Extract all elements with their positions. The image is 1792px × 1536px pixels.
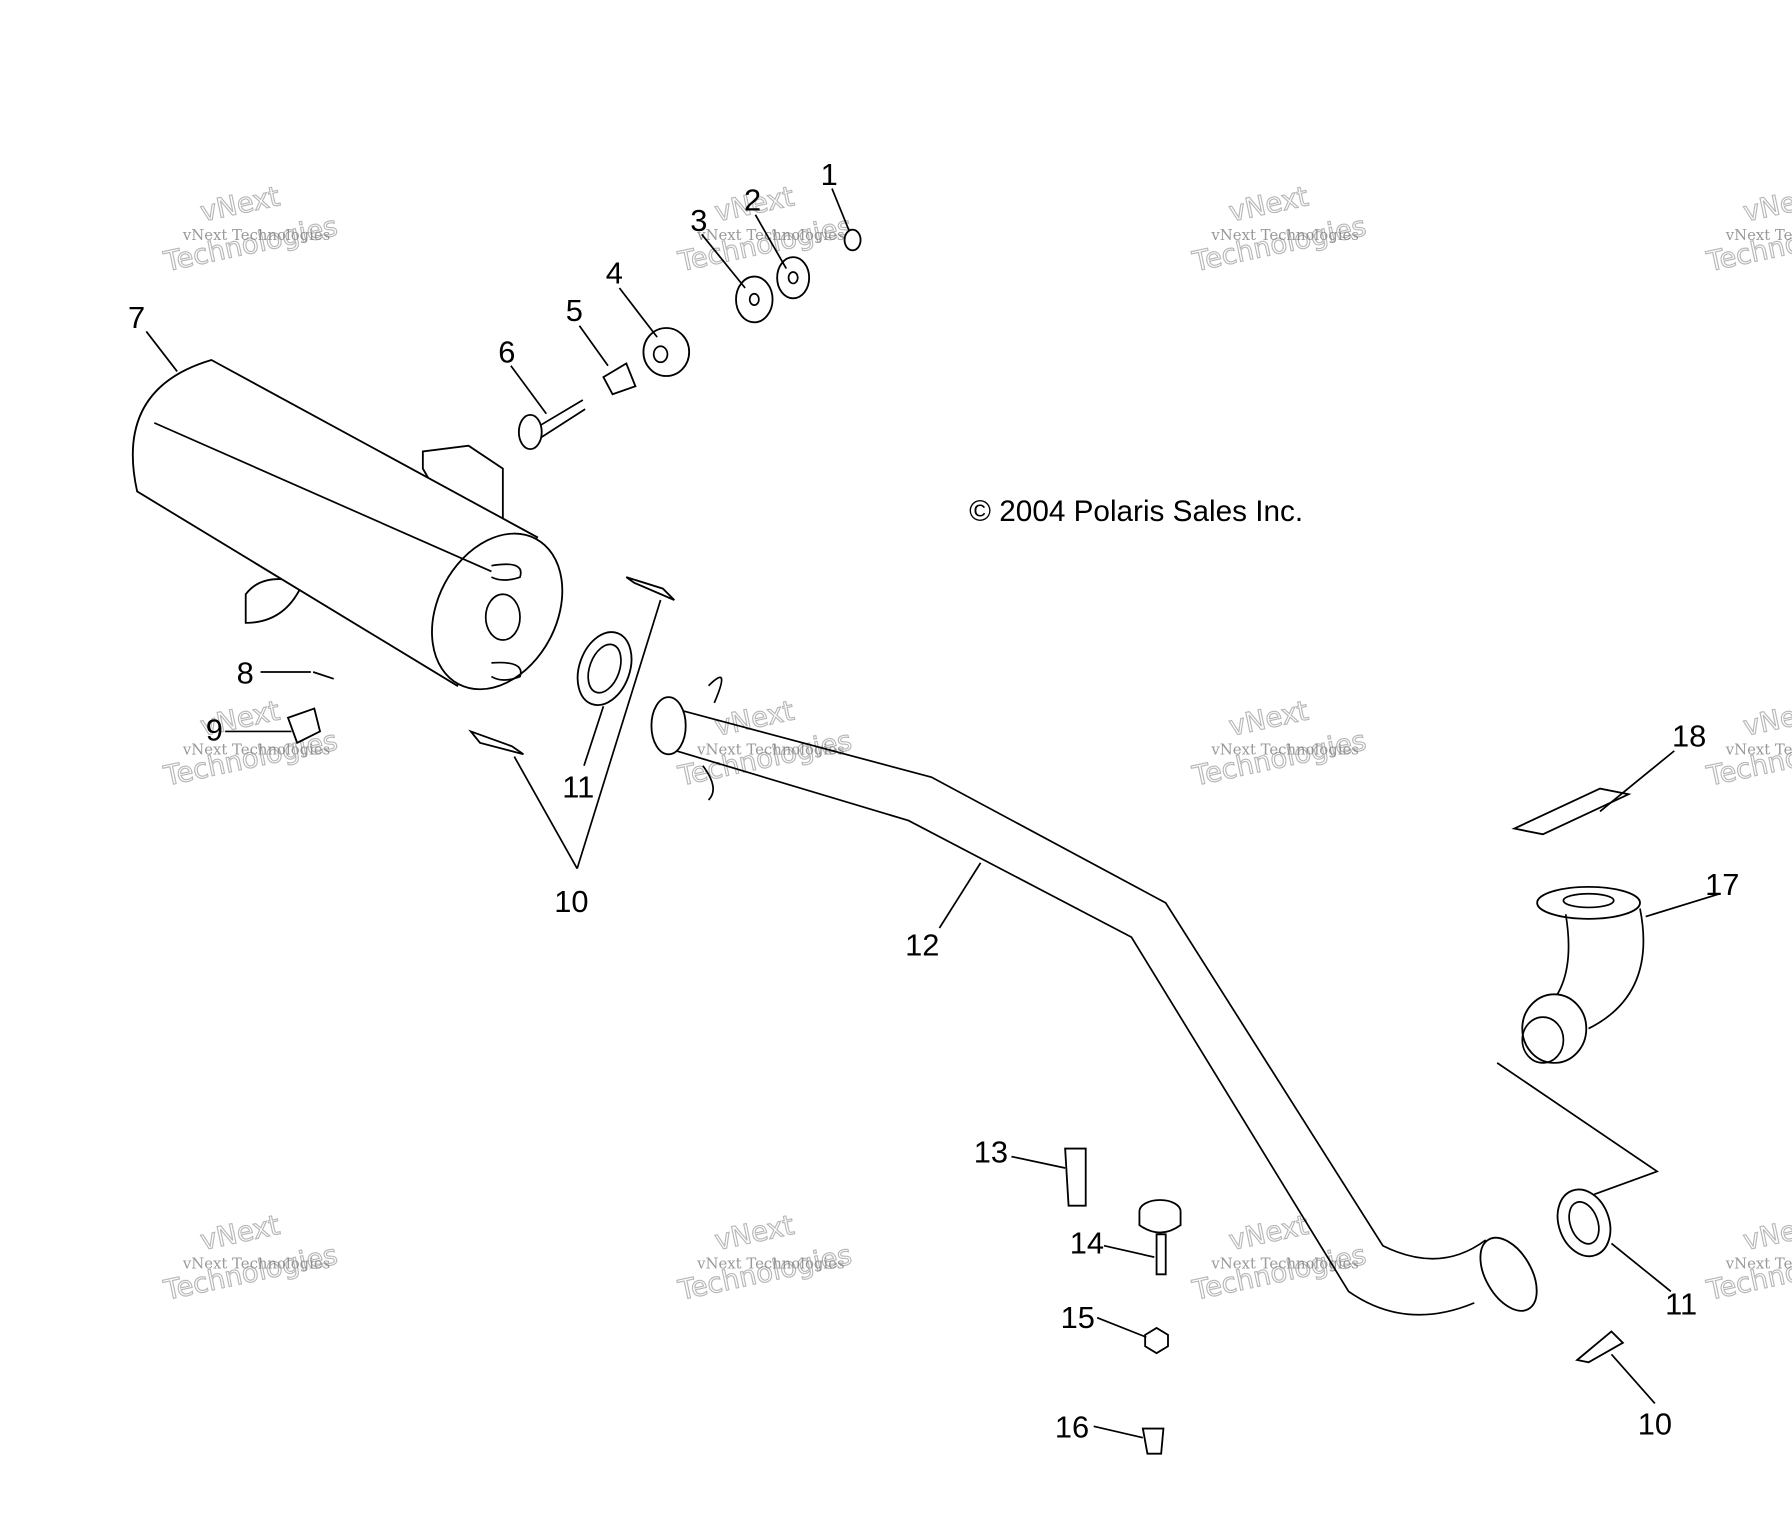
watermark-text: vNext — [1226, 1210, 1311, 1257]
callout-17: 17 — [1705, 867, 1739, 902]
watermark-text: vNext Technologies — [182, 740, 330, 758]
exhaust-elbow — [1496, 885, 1660, 1196]
watermark-text: vNext Technologies — [696, 740, 844, 758]
callout-3: 3 — [690, 203, 707, 238]
muffler — [131, 359, 564, 691]
head-pipe — [650, 676, 1538, 1316]
watermark-text: vNext — [712, 696, 797, 743]
watermark-text: Technologies — [1189, 211, 1369, 278]
watermark-text: vNext — [1741, 696, 1792, 743]
hardware-parts — [286, 228, 1632, 1455]
callout-11: 11 — [1665, 1286, 1697, 1321]
leader-lines — [145, 188, 1721, 1439]
watermark-text: vNext Technologies — [182, 226, 330, 244]
callout-13: 13 — [974, 1134, 1008, 1169]
watermark-text: vNext Technologies — [1210, 740, 1358, 758]
watermark-text: vNext Technologies — [1725, 226, 1792, 244]
watermark-text: vNext Technologies — [182, 1255, 330, 1273]
watermark-text: vNext — [198, 181, 283, 228]
callout-10: 10 — [1638, 1406, 1672, 1441]
watermark-text: Technologies — [161, 1240, 341, 1307]
callout-5: 5 — [566, 293, 583, 328]
callout-12: 12 — [905, 927, 939, 962]
callout-16: 16 — [1055, 1410, 1089, 1445]
watermark-text: vNext Technologies — [1210, 226, 1358, 244]
callout-labels: 1 2 3 4 5 6 7 8 9 11 10 12 13 14 15 16 1… — [128, 157, 1739, 1445]
watermark-text: vNext — [198, 1210, 283, 1257]
callout-18: 18 — [1672, 718, 1706, 753]
watermark-text: vNext Technologies — [1725, 740, 1792, 758]
watermark-text: vNext Technologies — [1725, 1255, 1792, 1273]
callout-11: 11 — [562, 770, 594, 805]
watermark-text: Technologies — [161, 211, 341, 278]
copyright-notice: © 2004 Polaris Sales Inc. — [969, 495, 1303, 528]
watermark-text: vNext — [1741, 181, 1792, 228]
watermark-text: vNext — [1226, 181, 1311, 228]
watermark-text: Technologies — [675, 1240, 855, 1307]
callout-9: 9 — [206, 713, 223, 748]
watermark-text: vNext Technologies — [696, 226, 844, 244]
callout-8: 8 — [237, 655, 254, 690]
callout-6: 6 — [498, 334, 515, 369]
watermark-text: Technologies — [1189, 1240, 1369, 1307]
callout-1: 1 — [821, 157, 838, 192]
watermark-text: vNext Technologies — [1210, 1255, 1358, 1273]
watermark-text: vNext Technologies — [696, 1255, 844, 1273]
callout-14: 14 — [1070, 1226, 1104, 1261]
watermark-text: vNext — [1741, 1210, 1792, 1257]
callout-7: 7 — [128, 300, 145, 335]
watermark-text: Technologies — [1189, 726, 1369, 793]
callout-2: 2 — [744, 182, 761, 217]
callout-4: 4 — [606, 255, 623, 290]
callout-15: 15 — [1061, 1300, 1095, 1335]
callout-10: 10 — [554, 884, 588, 919]
watermark-text: vNext — [712, 1210, 797, 1257]
watermark-text: vNext — [1226, 696, 1311, 743]
